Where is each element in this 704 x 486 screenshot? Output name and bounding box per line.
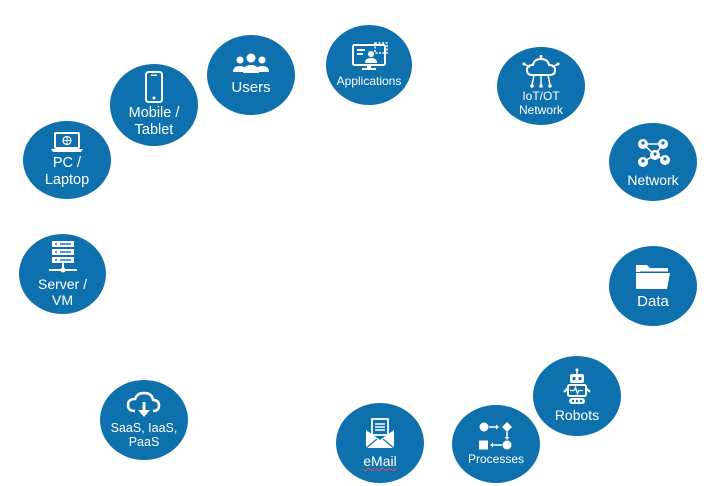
pc-label-line2: Laptop bbox=[44, 172, 90, 188]
iot-label-line2: Network bbox=[518, 102, 563, 117]
robots-label: Robots bbox=[554, 407, 600, 424]
email-node: eMail bbox=[336, 403, 424, 483]
iot-label-line1: IoT/OT bbox=[522, 88, 560, 103]
mobile-tablet-node: Mobile / Tablet bbox=[110, 64, 198, 146]
mobile-label-line2: Tablet bbox=[134, 122, 174, 138]
application-window-icon bbox=[352, 41, 388, 70]
server-icon bbox=[48, 240, 77, 273]
applications-label: Applications bbox=[336, 73, 402, 88]
data-node: Data bbox=[609, 246, 697, 326]
server-vm-node: Server / VM bbox=[19, 234, 106, 314]
network-label: Network bbox=[627, 172, 679, 189]
cloud-network-icon bbox=[522, 54, 560, 88]
users-node: Users bbox=[207, 35, 295, 115]
iot-ot-network-node: IoT/OT Network bbox=[497, 47, 585, 125]
smartphone-icon bbox=[145, 71, 163, 104]
robots-node: Robots bbox=[533, 356, 621, 436]
network-nodes-icon bbox=[638, 139, 670, 168]
processes-label: Processes bbox=[467, 452, 525, 467]
mobile-label-line1: Mobile / bbox=[128, 105, 180, 122]
folder-icon bbox=[636, 264, 670, 289]
processes-node: Processes bbox=[452, 405, 540, 483]
cloud-download-icon bbox=[126, 391, 161, 417]
saas-label-line2: PaaS bbox=[128, 435, 160, 449]
laptop-icon bbox=[51, 132, 83, 153]
data-label: Data bbox=[637, 292, 669, 310]
server-label-line1: Server / bbox=[37, 275, 87, 292]
pc-laptop-node: PC / Laptop bbox=[23, 121, 111, 199]
network-node: Network bbox=[609, 123, 697, 201]
applications-node: Applications bbox=[326, 25, 412, 105]
saas-iaas-paas-node: SaaS, IaaS, PaaS bbox=[100, 380, 188, 460]
server-label-line2: VM bbox=[51, 292, 73, 308]
pc-label-line1: PC / bbox=[52, 155, 82, 172]
users-icon bbox=[233, 53, 269, 74]
robot-icon bbox=[563, 368, 591, 405]
process-flow-icon bbox=[479, 422, 512, 450]
email-label: eMail bbox=[363, 452, 397, 469]
saas-label-line1: SaaS, IaaS, bbox=[110, 420, 178, 435]
users-label: Users bbox=[231, 79, 271, 97]
envelope-icon bbox=[365, 418, 395, 449]
